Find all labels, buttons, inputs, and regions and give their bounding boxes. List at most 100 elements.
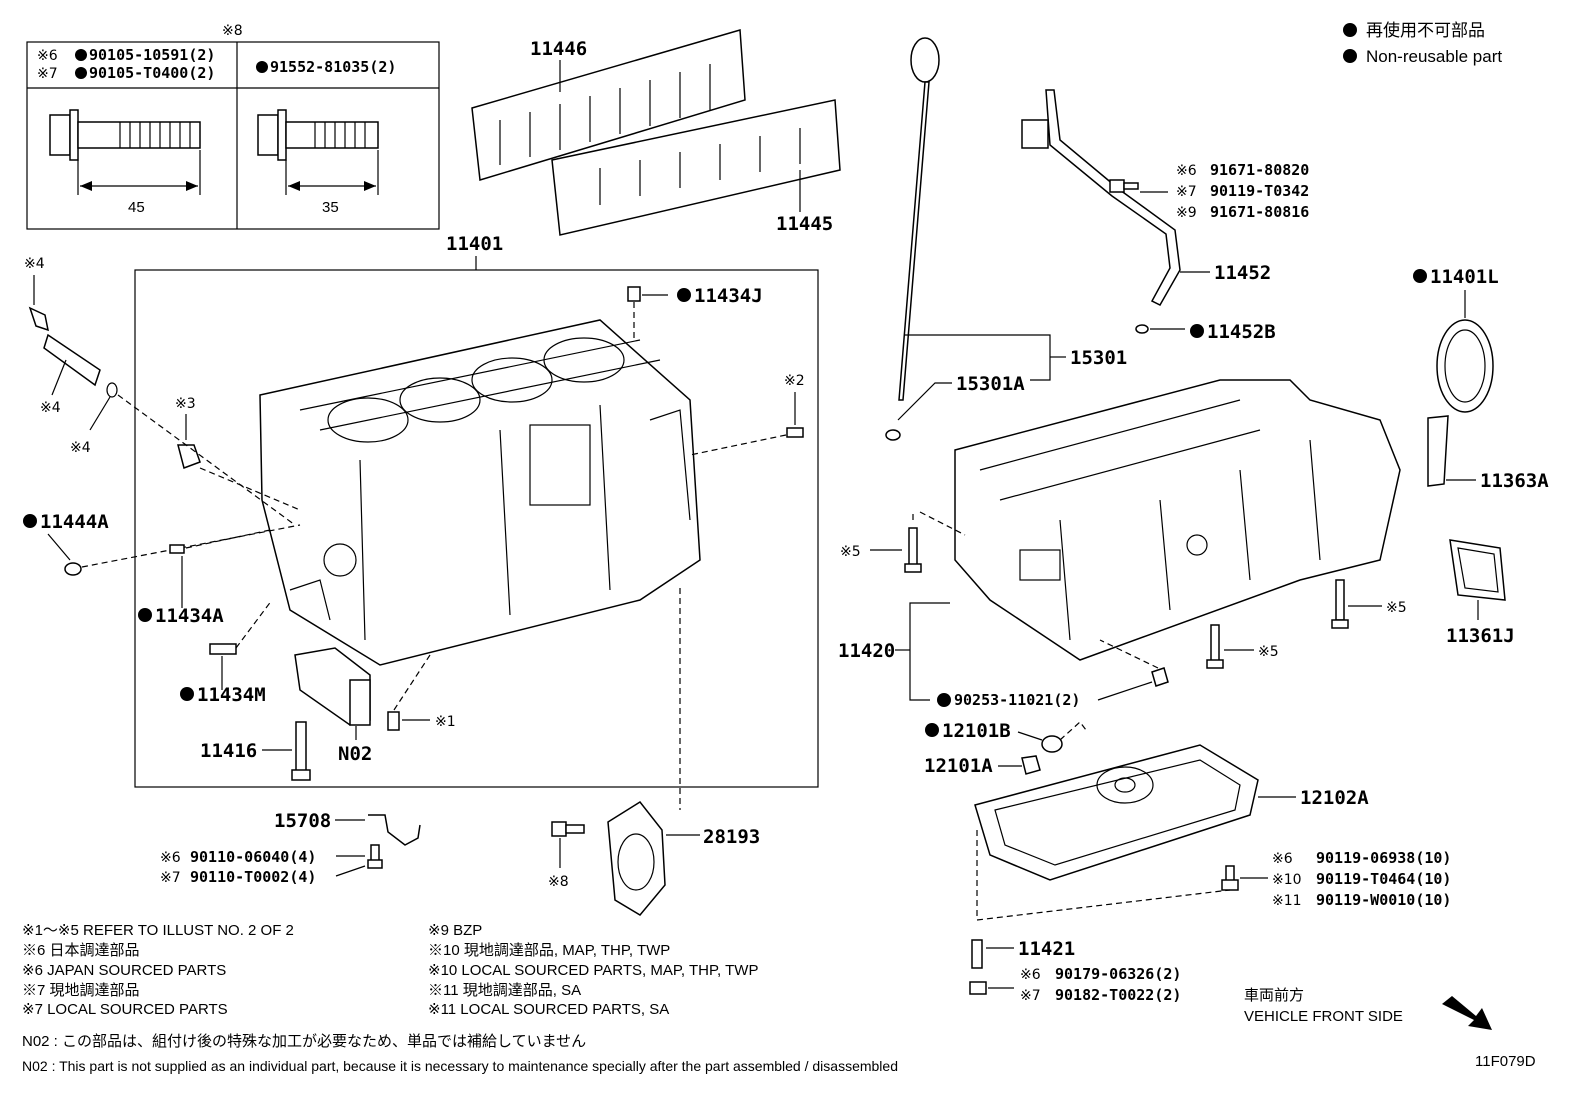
label-11452: 11452 — [1214, 262, 1271, 284]
mark-5a: ※5 — [840, 544, 861, 560]
label-11363A: 11363A — [1480, 470, 1549, 492]
inset-len1: 45 — [128, 199, 145, 216]
note-left-0: ※1～※5 REFER TO ILLUST NO. 2 OF 2 — [22, 922, 294, 939]
mark-4b: ※4 — [40, 400, 61, 416]
inset-bolt2-pn: 91552-81035(2) — [270, 58, 396, 76]
gauge-guide-11452 — [1021, 89, 1181, 306]
pin-11434A — [169, 544, 185, 554]
gasket-11361J — [1449, 539, 1506, 601]
mark-4c: ※4 — [70, 440, 91, 456]
inset-bolt1-pn2: 90105-T0400(2) — [89, 64, 215, 82]
label-N02: N02 — [338, 743, 372, 765]
pan-pn-1: 90119-T0464(10) — [1316, 870, 1451, 888]
note-left-2: ※6 JAPAN SOURCED PARTS — [22, 962, 226, 979]
flange-bolt-45-icon — [49, 109, 201, 195]
cylinder-block — [259, 319, 701, 666]
gasket-12101B — [1041, 735, 1063, 753]
inset-bolt1-pn1: 90105-10591(2) — [89, 46, 215, 64]
inset-mark7: ※7 — [37, 66, 58, 82]
front-arrow-icon — [1442, 996, 1492, 1030]
label-11420: 11420 — [838, 640, 895, 662]
figure-id: 11F079D — [1475, 1053, 1536, 1070]
pan-mark-1: ※10 — [1272, 872, 1302, 888]
pan-mark-2: ※11 — [1272, 893, 1302, 909]
oil-seal-11401L — [1436, 319, 1494, 413]
label-11401L: 11401L — [1430, 266, 1499, 288]
stud-pn-0: 90179-06326(2) — [1055, 965, 1181, 983]
label-28193: 28193 — [703, 826, 760, 848]
pump-mark-0: ※6 — [160, 850, 181, 866]
oring-11444A — [64, 562, 82, 576]
bolt-5a — [904, 527, 922, 573]
mark-4a: ※4 — [24, 256, 45, 272]
bolt-8 — [551, 821, 585, 837]
pan-mark-0: ※6 — [1272, 851, 1293, 867]
label-11434A: 11434A — [155, 605, 224, 627]
pin-11434M — [209, 643, 237, 655]
cylinder-block-frame — [134, 269, 819, 788]
bolt-11416 — [291, 721, 311, 781]
note-right-2: ※10 LOCAL SOURCED PARTS, MAP, THP, TWP — [428, 962, 758, 979]
bolt-90110 — [367, 844, 383, 869]
mark-3: ※3 — [175, 396, 196, 412]
water-jacket-spacer-11445 — [551, 99, 841, 236]
pump-pn-0: 90110-06040(4) — [190, 848, 316, 866]
bolt-90119 — [1221, 865, 1239, 891]
drain-plug-12101A — [1021, 755, 1041, 775]
mark-5b: ※5 — [1386, 600, 1407, 616]
stud-pn-1: 90182-T0022(2) — [1055, 986, 1181, 1004]
label-11444A: 11444A — [40, 511, 109, 533]
plate-11363A — [1427, 415, 1449, 487]
oil-pan-12102A — [974, 744, 1259, 881]
note-n02-jp: N02 : この部品は、組付け後の特殊な加工が必要なため、単品では補給していませ… — [22, 1033, 586, 1050]
mark-8: ※8 — [548, 874, 569, 890]
pan-pn-0: 90119-06938(10) — [1316, 849, 1451, 867]
label-11416: 11416 — [200, 740, 257, 762]
dipstick-15301 — [898, 37, 940, 401]
legend-en: Non-reusable part — [1366, 47, 1502, 66]
label-90253: 90253-11021(2) — [954, 691, 1080, 709]
nut-90179 — [969, 981, 987, 995]
pin-11434J — [627, 286, 641, 302]
note-right-0: ※9 BZP — [428, 922, 482, 939]
mark-1: ※1 — [435, 714, 456, 730]
sensor-4 — [28, 306, 101, 387]
stud-11421 — [971, 939, 983, 969]
label-11445: 11445 — [776, 213, 833, 235]
stud-mark-0: ※6 — [1020, 967, 1041, 983]
pump-pn-1: 90110-T0002(4) — [190, 868, 316, 886]
inset-len2: 35 — [322, 199, 339, 216]
hose-mark-2: ※9 — [1176, 205, 1197, 221]
note-right-1: ※10 現地調達部品, MAP, THP, TWP — [428, 942, 670, 959]
pin-1 — [387, 711, 400, 731]
label-11434J: 11434J — [694, 285, 763, 307]
oring-11452B — [1135, 324, 1149, 334]
note-n02-en: N02 : This part is not supplied as an in… — [22, 1058, 898, 1074]
label-12101B: 12101B — [942, 720, 1011, 742]
pan-pn-2: 90119-W0010(10) — [1316, 891, 1451, 909]
mark-5c: ※5 — [1258, 644, 1279, 660]
inset-mark8: ※8 — [222, 23, 243, 39]
label-11361J: 11361J — [1446, 625, 1515, 647]
note-right-4: ※11 LOCAL SOURCED PARTS, SA — [428, 1001, 669, 1018]
stud-mark-1: ※7 — [1020, 988, 1041, 1004]
flange-bolt-35-icon — [257, 109, 379, 195]
label-12102A: 12102A — [1300, 787, 1369, 809]
legend-dot-en — [1343, 49, 1357, 63]
label-15301: 15301 — [1070, 347, 1127, 369]
label-11401: 11401 — [446, 233, 503, 255]
note-left-3: ※7 現地調達部品 — [22, 982, 140, 999]
hose-mark-1: ※7 — [1176, 184, 1197, 200]
gasket-28193 — [607, 801, 666, 916]
label-12101A: 12101A — [924, 755, 993, 777]
bearing-cap-N02 — [294, 647, 371, 726]
oil-pan-upper-11420 — [954, 379, 1401, 661]
bolt-inset: ※8 ※6 90105-10591(2) ※7 90105-T0400(2) 9… — [26, 23, 440, 230]
mark-2: ※2 — [784, 373, 805, 389]
label-15301A: 15301A — [956, 373, 1025, 395]
pump-mark-1: ※7 — [160, 870, 181, 886]
water-jacket-spacer-11446 — [471, 29, 746, 181]
note-left-4: ※7 LOCAL SOURCED PARTS — [22, 1001, 228, 1018]
oring-15301A — [885, 429, 901, 441]
